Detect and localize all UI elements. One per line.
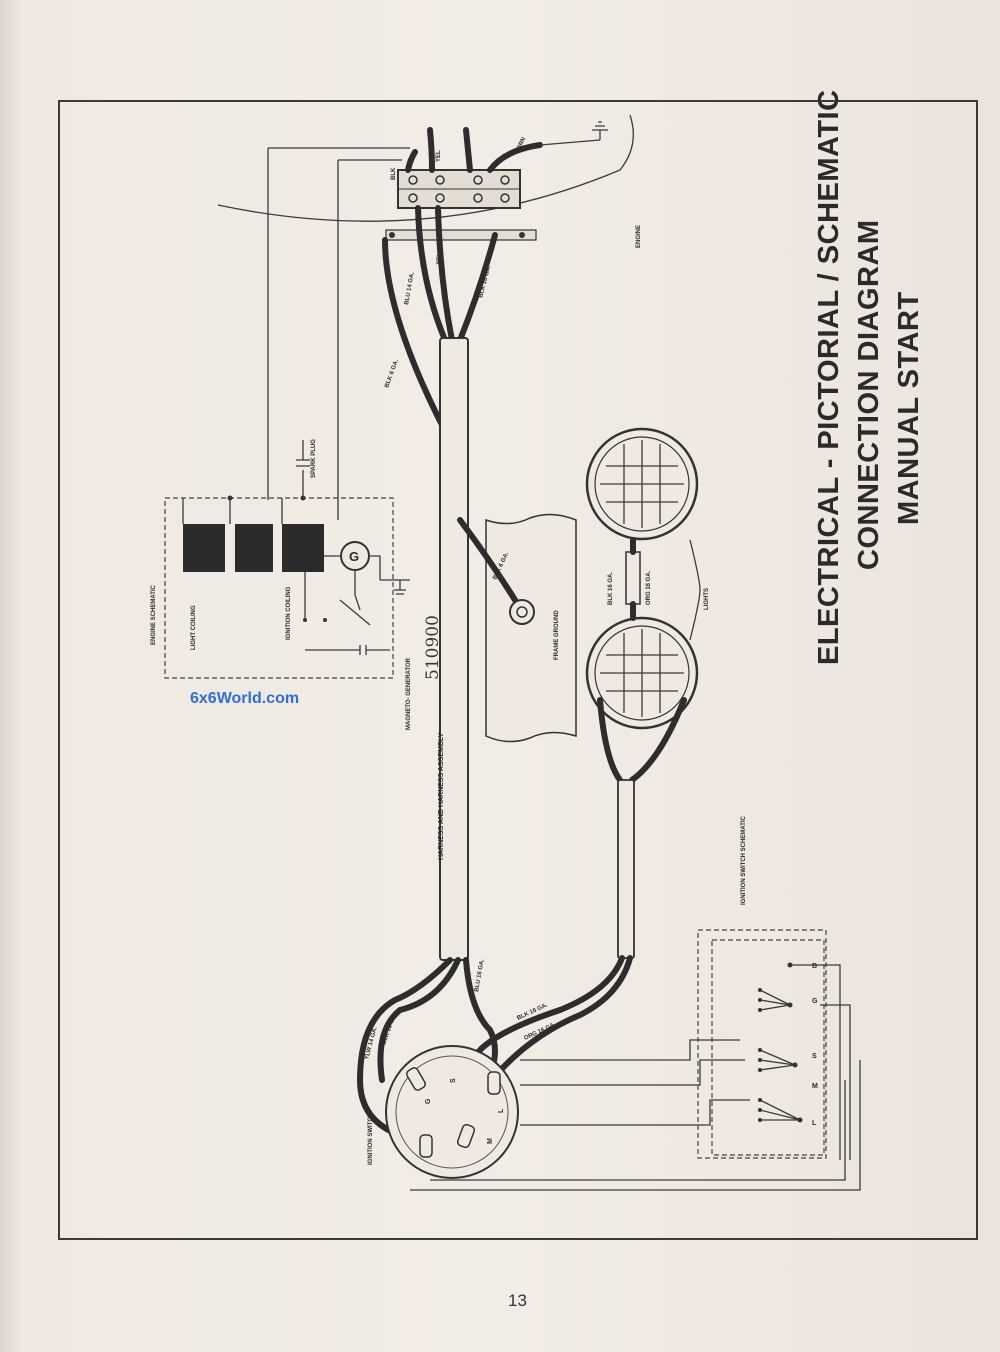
ignition-switch-schematic-label: IGNITION SWITCH SCHEMATIC: [741, 815, 747, 905]
wire-label-blk-top: BLK: [391, 167, 397, 180]
wire-label-blk16-lights: BLK 16 GA.: [608, 572, 614, 605]
frame-ground-label: FRAME GROUND: [554, 610, 560, 660]
switch-terminal-s: S: [450, 1078, 457, 1083]
diagram-title: ELECTRICAL - PICTORIAL / SCHEMATIC CONNE…: [813, 89, 925, 665]
light-top: [585, 427, 699, 541]
engine-schematic-label: ENGINE SCHEMATIC: [151, 584, 157, 645]
wire-label-blk6: BLK 6 GA.: [384, 358, 400, 388]
ignition-switch-schematic-box: [711, 939, 825, 1156]
switch-schematic-contacts: [758, 962, 851, 1160]
schematic-terminal-g: G: [812, 998, 818, 1005]
wire-label-blu14: BLU 14 GA.: [404, 271, 416, 305]
title-line-1: ELECTRICAL - PICTORIAL / SCHEMATIC: [813, 89, 845, 665]
title-line-3: MANUAL START: [893, 291, 925, 525]
diagram-frame: [58, 100, 978, 1240]
title-line-2: CONNECTION DIAGRAM: [853, 219, 885, 570]
wire-label-brn-top: BRN: [516, 137, 527, 151]
light-coiling-label: LIGHT COILING: [191, 605, 197, 650]
part-number: 510900: [423, 615, 443, 680]
ignition-coiling-label: IGNITION COILING: [286, 586, 292, 640]
lights-label: LIGHTS: [704, 588, 710, 610]
engine-schematic-box: [164, 497, 394, 679]
main-harness: [439, 337, 469, 961]
coil-blocks: [183, 524, 324, 572]
wire-label-blu16: BLU 16 GA.: [474, 958, 486, 992]
schematic-terminal-b: B: [812, 963, 817, 970]
switch-terminal-l: L: [498, 1108, 505, 1113]
schematic-terminal-m: M: [812, 1083, 818, 1090]
light-bottom: [585, 616, 699, 730]
watermark: 6x6World.com: [190, 690, 299, 707]
frame-ground-rail: [485, 513, 577, 743]
schematic-terminal-s: S: [812, 1053, 817, 1060]
generator-letter: G: [349, 549, 359, 564]
wire-label-yel-mid: YEL: [436, 253, 443, 265]
wire-label-org16-lights: ORG 16 GA.: [646, 570, 652, 605]
switch-terminal-g: G: [425, 1098, 432, 1104]
magneto-generator-label: MAGNETO- GENERATOR: [406, 657, 412, 730]
spark-plug-label: SPARK PLUG: [311, 439, 317, 478]
wire-label-yel-top: YEL: [436, 150, 442, 162]
terminal-block: [385, 169, 537, 241]
generator-symbol: G: [340, 541, 370, 571]
ignition-switch: [385, 1045, 519, 1179]
ground-bolt: [509, 599, 535, 625]
switch-terminal-m: M: [487, 1138, 494, 1144]
schematic-terminal-l: L: [812, 1120, 817, 1127]
harness-assembly-label: HARNESS AND HARNESS ASSEMBLY: [438, 732, 445, 860]
ignition-switch-label: IGNITION SWITCH: [368, 1113, 374, 1165]
engine-label: ENGINE: [636, 225, 642, 248]
page-number: 13: [508, 1291, 527, 1310]
